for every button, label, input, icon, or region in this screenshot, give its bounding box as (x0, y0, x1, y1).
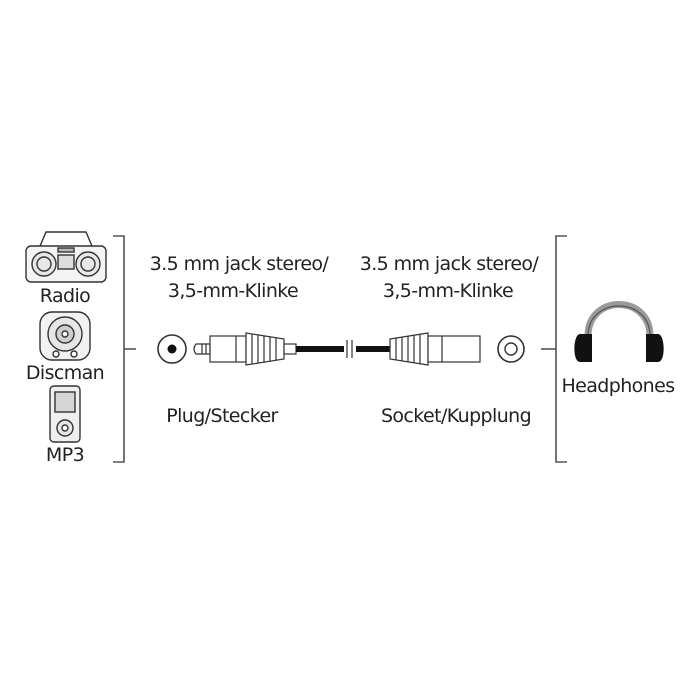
socket-connector (389, 332, 481, 366)
plug-spec-line2: 3,5-mm-Klinke (167, 280, 299, 302)
right-bracket (541, 235, 567, 463)
socket-type-label: Socket/Kupplung (380, 405, 532, 427)
cable (296, 340, 390, 358)
radio-icon (25, 231, 107, 283)
plug-type-label: Plug/Stecker (166, 405, 278, 427)
output-label-headphones: Headphones (561, 375, 675, 397)
plug-end-view (157, 334, 187, 364)
left-bracket (113, 235, 136, 463)
source-label-mp3: MP3 (45, 444, 85, 466)
headphones-icon (574, 301, 664, 362)
socket-end-view (497, 335, 525, 363)
discman-icon (39, 311, 91, 361)
mp3-player-icon (49, 385, 81, 443)
source-label-discman: Discman (25, 362, 105, 384)
source-label-radio: Radio (39, 285, 91, 307)
plug-connector (193, 332, 297, 366)
socket-spec-line2: 3,5-mm-Klinke (382, 280, 514, 302)
socket-spec-line1: 3.5 mm jack stereo/ (359, 253, 539, 275)
plug-spec-line1: 3.5 mm jack stereo/ (149, 253, 329, 275)
